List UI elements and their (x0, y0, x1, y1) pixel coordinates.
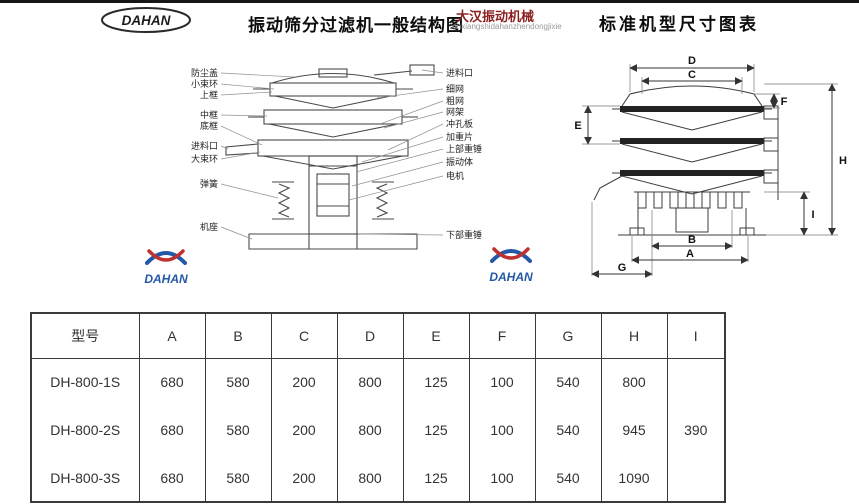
top-border-strip (0, 0, 859, 3)
leader-lines (220, 69, 444, 240)
cell-value: 800 (336, 406, 404, 454)
cell-value: 540 (534, 406, 602, 454)
dim-letter-a: A (686, 248, 694, 260)
part-label-punched-plate: 冲孔板 (446, 118, 473, 129)
dimension-diagram: D C F E H I B A G (574, 55, 847, 278)
table-row: DH-800-1S 680 580 200 800 125 100 540 80… (30, 358, 726, 502)
structure-diagram: 防尘盖 小束环 上框 中框 底框 进料口 大束环 弹簧 机座 进料口 细网 粗网… (191, 64, 482, 250)
cell-model: DH-800-3S (30, 454, 140, 502)
dim-letter-e: E (574, 120, 581, 132)
deck-bands (620, 106, 764, 176)
dahan-logo-header: DAHAN (101, 7, 191, 33)
part-label-fine-mesh: 细网 (446, 83, 464, 94)
dim-letter-c: C (688, 69, 696, 81)
header-model: 型号 (30, 312, 140, 359)
logo-text: DAHAN (144, 272, 188, 286)
machine-cross-section (225, 64, 435, 250)
header-g: G (534, 312, 602, 359)
header-f: F (468, 312, 536, 359)
brand-pinyin: xinxiangshidahanzhendongjixie (451, 22, 562, 31)
part-label-mesh-frame: 网架 (446, 107, 464, 117)
table-row: DH-800-2S 680 580 200 800 125 100 540 94… (30, 406, 725, 454)
logo-text: DAHAN (489, 270, 533, 284)
cell-value: 540 (534, 454, 602, 502)
cell-value: 945 (600, 406, 668, 454)
brand-name: 大汉振动机械 (456, 9, 535, 24)
cell-value: 100 (468, 358, 536, 406)
cell-value: 200 (270, 358, 338, 406)
part-label-upper-frame: 上框 (200, 89, 218, 100)
header-h: H (600, 312, 668, 359)
dim-letter-h: H (839, 155, 847, 167)
cell-value: 580 (204, 358, 272, 406)
cell-value: 1090 (600, 454, 668, 502)
table-row: DH-800-3S 680 580 200 800 125 100 540 10… (30, 454, 725, 502)
cell-value-i-merged: 390 (666, 358, 726, 502)
cell-value: 200 (270, 454, 338, 502)
header-a: A (138, 312, 206, 359)
cell-value: 540 (534, 358, 602, 406)
part-label-small-clamp: 小束环 (191, 79, 218, 89)
header-b: B (204, 312, 272, 359)
part-label-upper-hammer: 上部重锤 (446, 143, 482, 154)
part-label-lower-hammer: 下部重锤 (446, 229, 482, 240)
part-label-dust-cover: 防尘盖 (191, 67, 218, 78)
cell-value: 800 (336, 358, 404, 406)
cell-value: 800 (336, 454, 404, 502)
dim-letter-b: B (688, 234, 696, 246)
part-label-bottom-frame: 底框 (200, 120, 218, 131)
logo-swoosh-red-icon (147, 249, 185, 262)
part-label-coarse-mesh: 粗网 (446, 95, 464, 106)
dim-letter-f: F (781, 96, 788, 108)
part-label-middle-frame: 中框 (200, 109, 218, 120)
part-label-left-inlet: 进料口 (191, 140, 218, 151)
dim-letter-g: G (618, 262, 627, 274)
dahan-logo: DAHAN (144, 249, 188, 286)
header-c: C (270, 312, 338, 359)
part-label-motor: 电机 (446, 170, 464, 181)
cell-model: DH-800-2S (30, 406, 140, 454)
cell-value: 680 (138, 406, 206, 454)
logo-swoosh-blue-icon (490, 249, 532, 263)
cell-value: 100 (468, 454, 536, 502)
cell-value: 580 (204, 406, 272, 454)
part-label-weight-plate: 加重片 (446, 131, 473, 142)
cell-value: 200 (270, 406, 338, 454)
cell-value: 125 (402, 454, 470, 502)
table-header-row: 型号 A B C D E F G H I (30, 312, 726, 359)
cell-value: 580 (204, 454, 272, 502)
cell-value: 125 (402, 358, 470, 406)
logo-swoosh-red-icon (492, 247, 530, 260)
cell-value: 125 (402, 406, 470, 454)
structure-diagram-title: 振动筛分过滤机一般结构图 (248, 16, 464, 35)
logo-swoosh-blue-icon (145, 251, 187, 265)
cell-model: DH-800-1S (30, 358, 140, 406)
part-label-vibrating-body: 振动体 (446, 156, 473, 167)
header-d: D (336, 312, 404, 359)
dahan-logo: DAHAN (489, 247, 533, 284)
part-label-feed-inlet: 进料口 (446, 67, 473, 78)
machine-side-view (621, 85, 763, 107)
part-label-large-clamp: 大束环 (191, 153, 218, 164)
dim-letter-d: D (688, 55, 696, 67)
part-label-base: 机座 (200, 221, 218, 232)
cell-value: 800 (600, 358, 668, 406)
logo-text: DAHAN (122, 13, 171, 28)
logo-ellipse-icon (101, 7, 191, 33)
cell-value: 680 (138, 454, 206, 502)
header-i: I (666, 312, 726, 359)
header-e: E (402, 312, 470, 359)
part-label-spring: 弹簧 (200, 178, 218, 189)
cell-value: 100 (468, 406, 536, 454)
dimension-chart-title: 标准机型尺寸图表 (599, 15, 759, 34)
dimension-lines (582, 64, 838, 278)
cell-value: 680 (138, 358, 206, 406)
machine-details (593, 105, 779, 236)
dimension-table: 型号 A B C D E F G H I DH-800-1S 680 580 2… (30, 312, 726, 503)
dim-letter-i: I (811, 209, 814, 221)
dimension-letters: D C F E H I B A G (574, 55, 847, 274)
